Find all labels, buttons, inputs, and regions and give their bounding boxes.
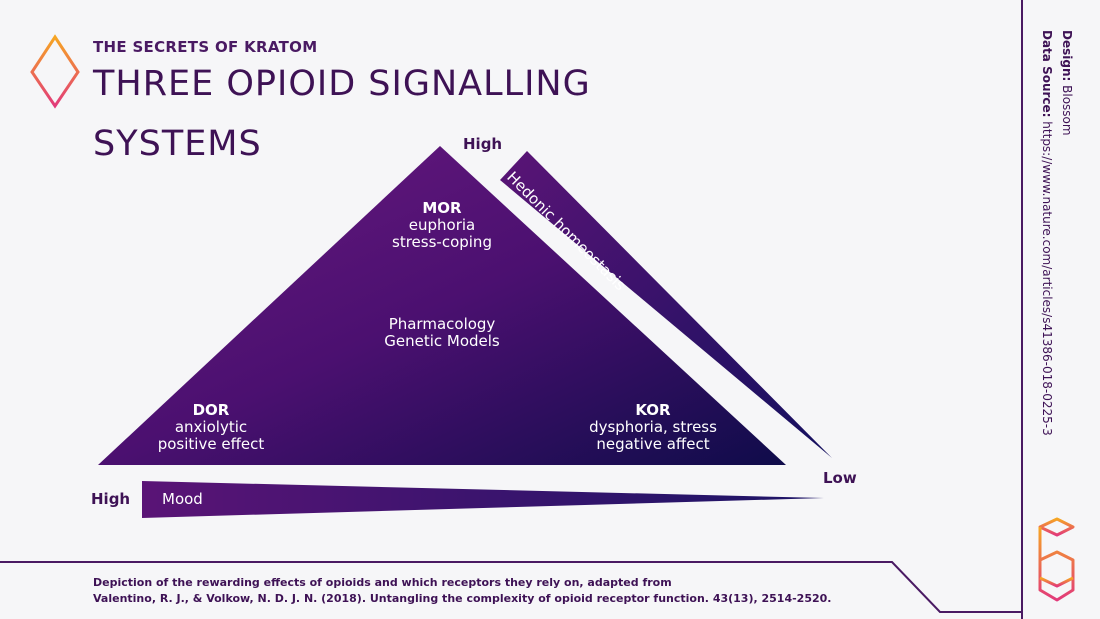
high-top-label: High <box>463 135 503 153</box>
design-value: Blossom <box>1060 85 1074 136</box>
source-label: Data Source: <box>1040 30 1054 118</box>
hedonic-homeostasis-wedge <box>500 151 832 458</box>
kor-name: KOR <box>635 401 671 419</box>
low-label: Low <box>823 469 857 487</box>
design-label: Design: <box>1060 30 1074 82</box>
caption-line1: Depiction of the rewarding effects of op… <box>93 576 672 589</box>
center-line2: Genetic Models <box>384 332 500 350</box>
dor-node: DOR anxiolytic positive effect <box>141 402 281 453</box>
mor-line2: stress-coping <box>392 233 492 251</box>
page-title-line2: SYSTEMS <box>93 124 262 164</box>
mor-name: MOR <box>422 199 462 217</box>
diamond-logo-icon <box>30 34 80 109</box>
dor-name: DOR <box>192 401 230 419</box>
blossom-logo-icon <box>1038 517 1075 602</box>
data-source-credit: Data Source: https://www.nature.com/arti… <box>1040 30 1054 436</box>
kicker-title: THE SECRETS OF KRATOM <box>93 38 318 56</box>
center-line1: Pharmacology <box>388 315 496 333</box>
dor-line1: anxiolytic <box>174 418 248 436</box>
mor-node: MOR euphoria stress-coping <box>380 200 504 251</box>
caption-line2: Valentino, R. J., & Volkow, N. D. J. N. … <box>93 592 832 605</box>
dor-line2: positive effect <box>157 435 265 453</box>
bottom-frame-line <box>0 561 1022 613</box>
kor-line1: dysphoria, stress <box>589 418 717 436</box>
mood-wedge <box>142 481 824 518</box>
kor-line2: negative affect <box>596 435 710 453</box>
page-title-line1: THREE OPIOID SIGNALLING <box>93 64 591 104</box>
kor-node: KOR dysphoria, stress negative affect <box>574 402 732 453</box>
receptor-triangle <box>98 146 786 465</box>
design-credit: Design: Blossom <box>1060 30 1074 436</box>
center-node: Pharmacology Genetic Models <box>362 316 522 350</box>
mood-label: Mood <box>162 490 203 508</box>
high-left-label: High <box>91 490 131 508</box>
mor-line1: euphoria <box>408 216 476 234</box>
source-value[interactable]: https://www.nature.com/articles/s41386-0… <box>1040 121 1054 436</box>
sidebar-credits: Design: Blossom Data Source: https://www… <box>1040 30 1074 436</box>
